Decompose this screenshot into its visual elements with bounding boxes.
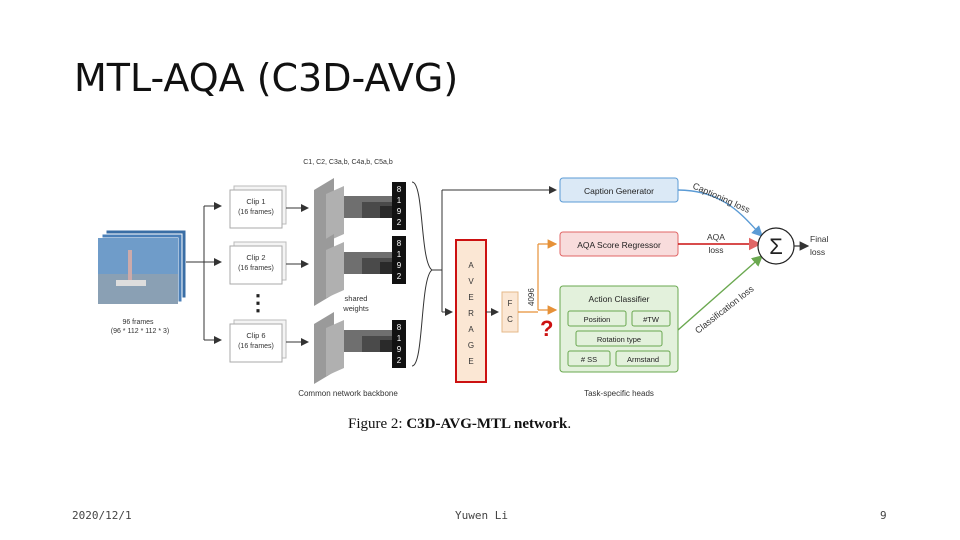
branch-arrows — [432, 186, 557, 316]
classifier-armstand: Armstand — [627, 355, 659, 364]
clip-box-1: Clip 1 (16 frames) — [229, 185, 287, 229]
clip-2-name: Clip 2 — [246, 253, 265, 262]
sum-symbol: Σ — [769, 234, 783, 259]
classifier-rotation: Rotation type — [597, 335, 641, 344]
clip-backbone-arrows — [286, 204, 309, 346]
average-char-3: R — [468, 309, 474, 318]
classification-loss-label: Classification loss — [693, 283, 756, 335]
caption-prefix: Figure 2: — [348, 416, 407, 432]
input-frames-label: 96 frames — [122, 319, 154, 326]
fc-dimension-label: 4096 — [527, 288, 536, 306]
captioning-loss-label: Captioning loss — [691, 181, 752, 215]
feature-2-digit-3: 2 — [397, 272, 402, 281]
figure-caption: Figure 2: C3D-AVG-MTL network. — [348, 416, 571, 433]
fc-layer: F C — [501, 291, 519, 333]
feature-1-digit-0: 8 — [397, 185, 402, 194]
footer-date: 2020/12/1 — [72, 509, 132, 522]
aqa-regressor-head: AQA Score Regressor — [559, 231, 679, 257]
final-loss-label-1: Final — [810, 234, 829, 244]
shared-weights-line2: weights — [342, 304, 369, 313]
feature-2-digit-1: 1 — [397, 250, 402, 259]
page-number: 9 — [880, 509, 887, 522]
feature-6-digit-3: 2 — [397, 356, 402, 365]
average-char-6: E — [468, 357, 473, 366]
action-classifier-label: Action Classifier — [589, 294, 650, 304]
classifier-ss: # SS — [581, 355, 597, 364]
clip-2-frames: (16 frames) — [238, 265, 274, 272]
c3d-backbone-1 — [314, 178, 394, 250]
feature-2-digit-0: 8 — [397, 239, 402, 248]
fc-head-connectors — [518, 239, 558, 315]
classifier-tw: #TW — [643, 315, 660, 324]
aqa-regressor-label: AQA Score Regressor — [577, 240, 661, 250]
clip-ellipsis: ⋮ — [247, 290, 269, 315]
fc-char-0: F — [508, 299, 513, 308]
caption-generator-label: Caption Generator — [584, 186, 654, 196]
feature-1-digit-3: 2 — [397, 218, 402, 227]
captioning-loss-arrow — [677, 189, 763, 237]
action-classifier-head: Action Classifier Position #TW Rotation … — [559, 285, 679, 373]
input-video-frames — [97, 229, 187, 305]
c3d-backbone-6 — [314, 312, 394, 384]
feature-1-digit-1: 1 — [397, 196, 402, 205]
backbone-label: Common network backbone — [298, 389, 398, 398]
footer-author: Yuwen Li — [455, 509, 508, 522]
network-figure: C1, C2, C3a,b, C4a,b, C5a,b 96 frames (9… — [97, 159, 829, 398]
heads-label: Task-specific heads — [584, 389, 654, 398]
clip-6-frames: (16 frames) — [238, 343, 274, 350]
clip-6-name: Clip 6 — [246, 331, 265, 340]
c3d-backbone-2 — [314, 234, 394, 306]
clip-1-name: Clip 1 — [246, 197, 265, 206]
feature-6-digit-1: 1 — [397, 334, 402, 343]
average-char-2: E — [468, 293, 473, 302]
caption-generator-head: Caption Generator — [559, 177, 679, 203]
fc-char-1: C — [507, 315, 513, 324]
caption-bold: C3D-AVG-MTL network — [406, 416, 568, 432]
backbone-layers-label: C1, C2, C3a,b, C4a,b, C5a,b — [303, 159, 393, 166]
average-char-4: A — [468, 325, 474, 334]
final-loss-label-2: loss — [810, 247, 825, 257]
feature-2-digit-2: 9 — [397, 261, 402, 270]
average-char-1: V — [468, 277, 474, 286]
shared-weights-line1: shared — [345, 294, 368, 303]
average-layer: A V E R A G E — [455, 239, 487, 383]
clip-box-2: Clip 2 (16 frames) — [229, 241, 287, 285]
feature-vector-1: 8 1 9 2 — [392, 182, 406, 230]
feature-6-digit-0: 8 — [397, 323, 402, 332]
clip-box-6: Clip 6 (16 frames) — [229, 319, 287, 363]
feature-vector-2: 8 1 9 2 — [392, 236, 406, 284]
feature-vector-6: 8 1 9 2 — [392, 320, 406, 368]
aqa-loss-label-2: loss — [708, 245, 723, 255]
input-dims-label: (96 * 112 * 112 * 3) — [111, 328, 170, 335]
clip-1-frames: (16 frames) — [238, 209, 274, 216]
feature-1-digit-2: 9 — [397, 207, 402, 216]
average-char-0: A — [468, 261, 474, 270]
caption-suffix: . — [567, 416, 572, 432]
feature-6-digit-2: 9 — [397, 345, 402, 354]
question-mark: ? — [540, 316, 553, 341]
slide-title: MTL-AQA (C3D-AVG) — [74, 56, 459, 100]
input-split-connector — [186, 202, 222, 344]
average-char-5: G — [468, 341, 474, 350]
aqa-loss-label-1: AQA — [707, 232, 725, 242]
sum-node: Σ — [757, 227, 795, 265]
merge-brace — [411, 181, 433, 367]
classifier-position: Position — [584, 315, 611, 324]
classification-loss-arrow — [677, 255, 764, 331]
